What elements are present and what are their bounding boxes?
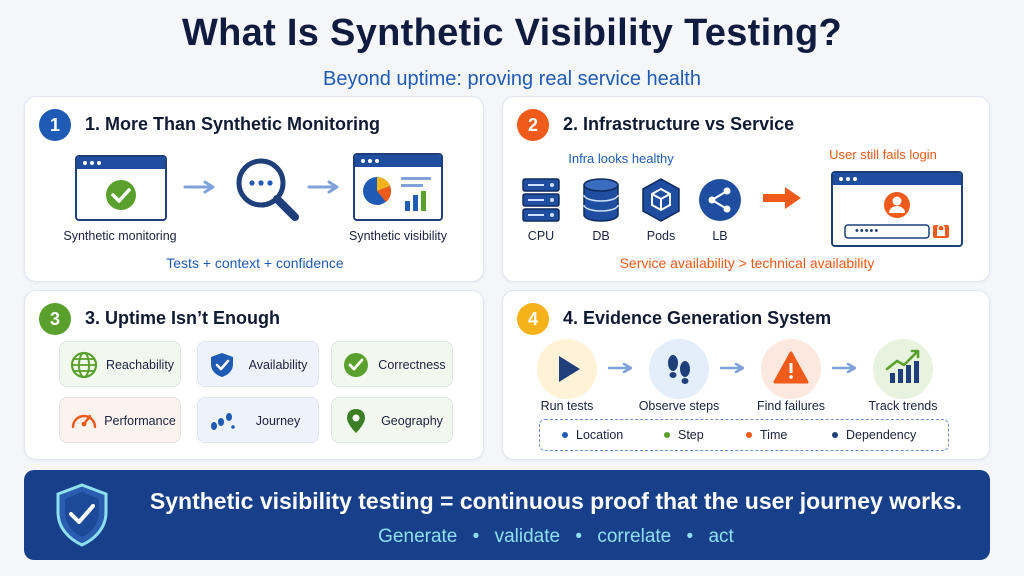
pods-cube-icon bbox=[642, 178, 680, 222]
step-label: Track trends bbox=[868, 399, 938, 413]
login-window-icon: ••••• bbox=[831, 171, 963, 247]
pill-reachability: Reachability bbox=[59, 341, 181, 387]
pill-label: Geography bbox=[381, 414, 443, 428]
infra-item-label: LB bbox=[712, 229, 728, 243]
password-mask: ••••• bbox=[855, 225, 880, 237]
arrow-right-icon bbox=[831, 362, 857, 374]
section-caption: Tests + context + confidence bbox=[166, 255, 344, 271]
trend-chart-icon bbox=[885, 349, 920, 383]
pill-availability: Availability bbox=[197, 341, 319, 387]
step-run-tests bbox=[537, 339, 597, 399]
user-fails-text: User still fails login bbox=[829, 147, 937, 162]
arrow-right-icon bbox=[719, 362, 745, 374]
play-icon bbox=[559, 356, 580, 382]
section-caption: Service availability > technical availab… bbox=[619, 255, 875, 271]
pill-label: Availability bbox=[248, 358, 308, 372]
synthetic-visibility-label: Synthetic visibility bbox=[349, 229, 447, 243]
banner-headline: Synthetic visibility testing = continuou… bbox=[149, 488, 963, 514]
shield-check-icon bbox=[211, 353, 233, 377]
infra-item-label: CPU bbox=[527, 229, 555, 243]
pill-geography: Geography bbox=[331, 397, 453, 443]
banner-actions: Generate • validate • correlate • act bbox=[378, 526, 734, 547]
page-subtitle: Beyond uptime: proving real service heal… bbox=[323, 68, 701, 90]
step-label: Find failures bbox=[756, 399, 826, 413]
dimension-legend: Location Step Time Dependency bbox=[539, 419, 949, 451]
synthetic-monitoring-label: Synthetic monitoring bbox=[63, 229, 177, 243]
step-track-trends bbox=[873, 339, 933, 399]
pill-label: Journey bbox=[255, 414, 301, 428]
browser-window-dashboard-icon bbox=[353, 153, 443, 221]
section-number-badge: 3 bbox=[39, 303, 71, 335]
magnifier-icon bbox=[236, 158, 299, 221]
legend-item-time: Time bbox=[746, 420, 787, 450]
browser-window-check-icon bbox=[75, 155, 167, 221]
section-number-badge: 4 bbox=[517, 303, 549, 335]
arrow-right-icon bbox=[183, 180, 215, 194]
map-pin-icon bbox=[347, 409, 365, 433]
server-icon bbox=[522, 178, 560, 222]
load-balancer-icon bbox=[699, 179, 741, 221]
infra-item-label: Pods bbox=[646, 229, 676, 243]
footsteps-icon bbox=[211, 413, 235, 430]
legend-item-location: Location bbox=[562, 420, 623, 450]
section-more-than-monitoring: 1 1. More Than Synthetic Monitoring Synt… bbox=[24, 96, 484, 282]
section-uptime-not-enough: 3 3. Uptime Isn’t Enough Reachability Av… bbox=[24, 290, 484, 460]
arrow-right-icon bbox=[763, 187, 801, 209]
pill-label: Performance bbox=[104, 414, 176, 428]
section-title: 1. More Than Synthetic Monitoring bbox=[85, 114, 381, 134]
step-find-failures bbox=[761, 339, 821, 399]
infra-healthy-text: Infra looks healthy bbox=[568, 151, 674, 166]
legend-item-dependency: Dependency bbox=[832, 420, 916, 450]
section-title: 3. Uptime Isn’t Enough bbox=[85, 308, 281, 328]
step-label: Run tests bbox=[540, 399, 594, 413]
database-icon bbox=[583, 178, 619, 222]
check-circle-icon bbox=[344, 353, 368, 377]
section-number-badge: 1 bbox=[39, 109, 71, 141]
gauge-icon bbox=[71, 414, 97, 429]
pill-label: Reachability bbox=[105, 358, 175, 372]
section-title: 2. Infrastructure vs Service bbox=[563, 114, 795, 134]
globe-icon bbox=[70, 351, 98, 379]
legend-item-step: Step bbox=[664, 420, 704, 450]
section-evidence-generation: 4 4. Evidence Generation System Run test… bbox=[502, 290, 990, 460]
pill-journey: Journey bbox=[197, 397, 319, 443]
summary-banner: Synthetic visibility testing = continuou… bbox=[24, 470, 990, 560]
footprints-icon bbox=[668, 355, 690, 384]
pill-performance: Performance bbox=[59, 397, 181, 443]
page-title: What Is Synthetic Visibility Testing? bbox=[181, 12, 842, 54]
step-observe-steps bbox=[649, 339, 709, 399]
pill-correctness: Correctness bbox=[331, 341, 453, 387]
shield-check-icon bbox=[56, 483, 108, 547]
pill-label: Correctness bbox=[378, 358, 446, 372]
arrow-right-icon bbox=[307, 180, 339, 194]
warning-icon bbox=[773, 351, 809, 384]
section-infrastructure-vs-service: 2 2. Infrastructure vs Service Infra loo… bbox=[502, 96, 990, 282]
section-title: 4. Evidence Generation System bbox=[563, 308, 832, 328]
arrow-right-icon bbox=[607, 362, 633, 374]
section-number-badge: 2 bbox=[517, 109, 549, 141]
step-label: Observe steps bbox=[638, 399, 720, 413]
infra-item-label: DB bbox=[592, 229, 610, 243]
